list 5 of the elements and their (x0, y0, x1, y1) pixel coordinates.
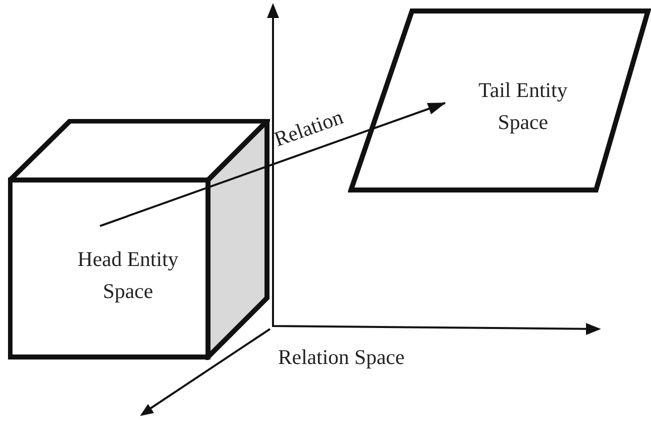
node-label: Head Entity Space (76, 246, 180, 305)
node-label: Tail Entity Space (478, 77, 568, 136)
edge-label: Relation (271, 104, 346, 152)
axis-label: Relation Space (278, 344, 405, 371)
relation-arrow (100, 102, 446, 227)
